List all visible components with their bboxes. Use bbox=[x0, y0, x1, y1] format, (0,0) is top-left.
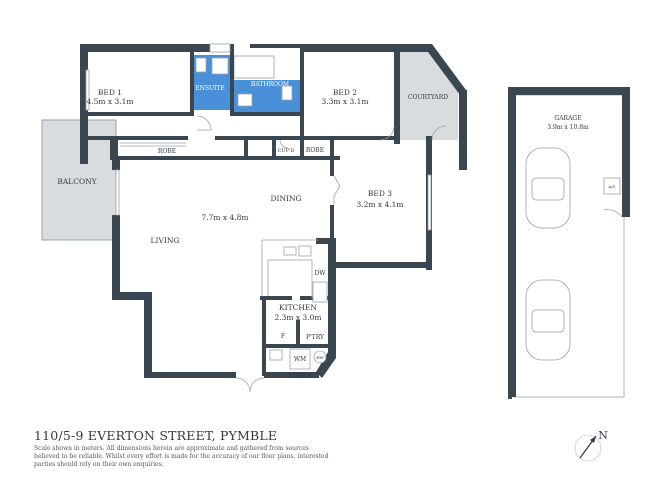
room-label-bed2: BED 2 bbox=[333, 88, 357, 97]
room-size-bed3: 3.2m x 4.1m bbox=[356, 200, 403, 209]
room-label-robe: ROBE bbox=[158, 148, 176, 155]
room-label-pantry: P'TRY bbox=[306, 334, 325, 341]
room-label-bed3: BED 3 bbox=[368, 189, 392, 198]
room-size-kitchen: 2.3m x 3.0m bbox=[274, 313, 321, 322]
garage bbox=[508, 87, 630, 399]
room-label-bathroom: BATHROOM bbox=[251, 81, 289, 88]
room-label-laundry: L'DRY bbox=[288, 371, 312, 380]
room-label-garage: GARAGE bbox=[554, 115, 581, 122]
fridge-label: F bbox=[281, 333, 285, 340]
room-label-dining: DINING bbox=[270, 194, 301, 203]
ac-label: A/C bbox=[607, 184, 615, 189]
room-label-living: LIVING bbox=[151, 236, 180, 245]
room-size-living: 7.7m x 4.8m bbox=[201, 213, 248, 222]
car-icon bbox=[525, 279, 571, 361]
room-label-kitchen: KITCHEN bbox=[279, 303, 317, 312]
disclaimer-text: Scale shown in meters. All dimensions he… bbox=[34, 445, 329, 468]
room-label-bed1: BED 1 bbox=[98, 88, 122, 97]
walls bbox=[80, 44, 467, 378]
room-label-balcony: BALCONY bbox=[57, 177, 97, 186]
washing-machine-label: WM bbox=[294, 356, 306, 363]
room-label-courtyard: COURTYARD bbox=[408, 94, 448, 101]
compass-north-label: N bbox=[598, 429, 608, 442]
room-size-bed1: 4.5m x 3.1m bbox=[86, 97, 133, 106]
room-label-cupd: CUP'D bbox=[278, 148, 295, 154]
room-size-bed2: 3.3m x 3.1m bbox=[321, 97, 368, 106]
hot-water-label: HW bbox=[316, 355, 324, 360]
compass-icon bbox=[574, 434, 602, 462]
room-label-robe-2: ROBE bbox=[306, 147, 324, 154]
dishwasher-label: DW bbox=[315, 270, 327, 277]
property-address-title: 110/5-9 EVERTON STREET, PYMBLE bbox=[34, 428, 278, 443]
room-size-garage: 3.9m x 10.8m bbox=[547, 124, 589, 131]
room-label-ensuite: ENSUITE bbox=[195, 85, 225, 92]
car-icon bbox=[525, 147, 571, 229]
